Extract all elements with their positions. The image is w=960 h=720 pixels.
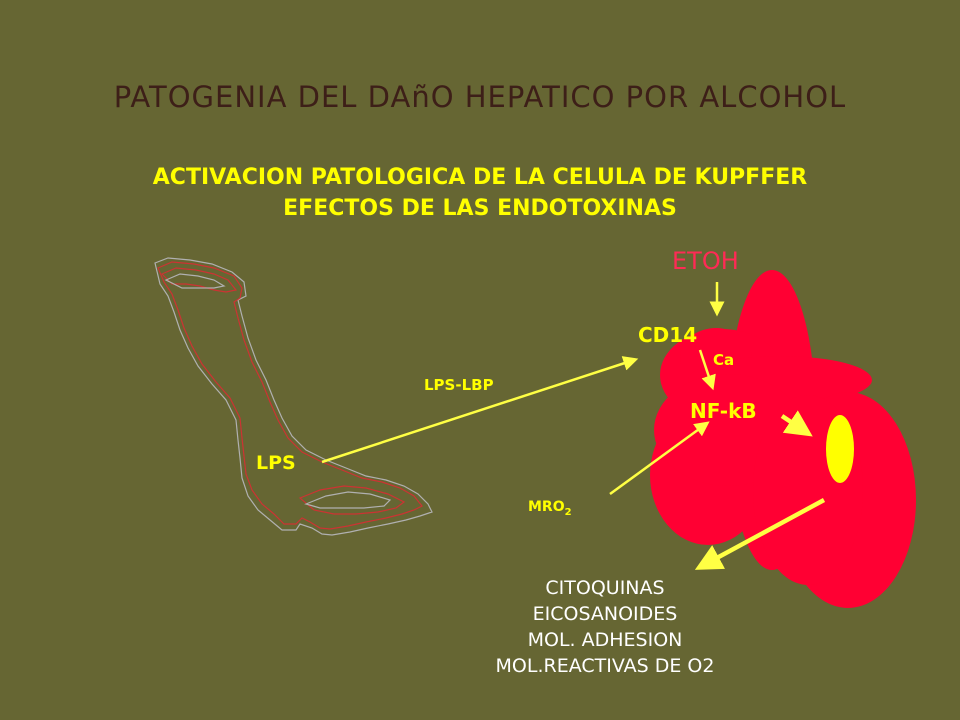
label-mro2-text: MRO [528, 499, 565, 515]
subtitle-line-2: EFECTOS DE LAS ENDOTOXINAS [283, 196, 677, 221]
product-item-eicosanoids: EICOSANOIDES [532, 603, 678, 625]
product-item-reactive-oxygen: MOL.REACTIVAS DE O2 [495, 655, 715, 677]
arrow-lps-to-cd14 [321, 356, 639, 464]
arrow-cd14-to-nfkb [698, 349, 716, 391]
product-item-cytokines: CITOQUINAS [545, 577, 665, 599]
label-nfkb: NF-kB [690, 399, 757, 423]
label-mro2: MRO2 [528, 499, 572, 518]
subtitle-line-1: ACTIVACION PATOLOGICA DE LA CELULA DE KU… [152, 165, 808, 190]
arrow-mro2-to-nfkb [609, 421, 710, 496]
cell-nucleus [826, 415, 854, 483]
label-lps-lbp: LPS-LBP [424, 376, 494, 394]
arrow-nucleus-to-products [694, 498, 826, 570]
label-cd14: CD14 [638, 323, 698, 347]
arrow-nfkb-to-nucleus [780, 410, 813, 437]
label-lps: LPS [256, 452, 296, 474]
label-mro2-subscript: 2 [564, 506, 572, 518]
slide-title: PATOGENIA DEL DAñO HEPATICO POR ALCOHOL [113, 80, 847, 114]
label-ca: Ca [713, 351, 735, 369]
label-etoh: ETOH [672, 247, 739, 275]
products-list: CITOQUINAS EICOSANOIDES MOL. ADHESION MO… [340, 575, 870, 679]
kupffer-cell [650, 270, 916, 608]
product-item-adhesion-molecules: MOL. ADHESION [527, 629, 683, 651]
bacterium-outline [154, 257, 433, 536]
pathway-arrows [321, 282, 826, 570]
